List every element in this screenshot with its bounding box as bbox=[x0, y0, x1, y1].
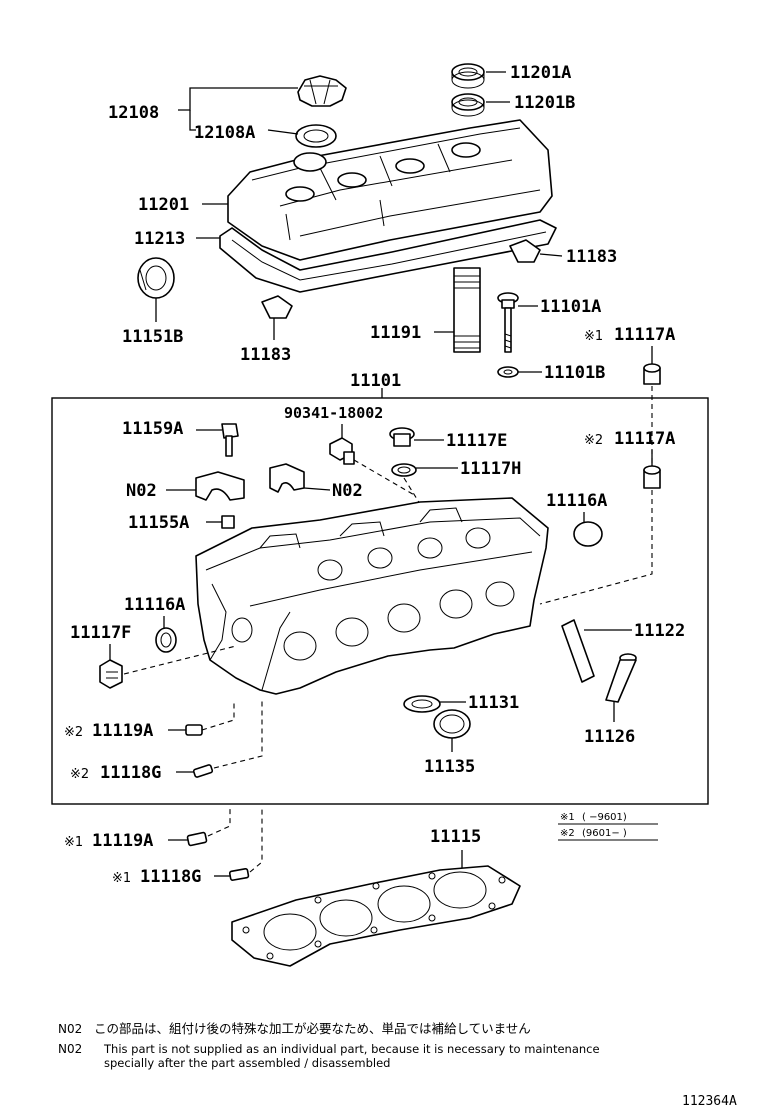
note-japanese: この部品は、組付け後の特殊な加工が必要なため、単品では補給していません bbox=[94, 1021, 531, 1036]
label-11116A-right: 11116A bbox=[546, 491, 607, 511]
label-11122: 11122 bbox=[634, 621, 685, 641]
label-11191: 11191 bbox=[370, 323, 421, 343]
grommet-11201A-drawing bbox=[451, 63, 485, 89]
pin-11118G-1-drawing bbox=[228, 868, 250, 881]
gasket-11117H-drawing bbox=[391, 463, 417, 477]
head-cover-gasket-drawing bbox=[219, 219, 557, 293]
pin-11119A-2-drawing bbox=[185, 724, 203, 736]
head-cover-drawing bbox=[227, 119, 553, 261]
grommet-11201B-drawing bbox=[451, 93, 485, 117]
pin-11119A-1-drawing bbox=[186, 831, 208, 847]
ring-11131-drawing bbox=[403, 695, 441, 713]
plug-90341-drawing bbox=[329, 437, 355, 465]
label-11213: 11213 bbox=[134, 229, 185, 249]
label-11159A: 11159A bbox=[122, 419, 183, 439]
legend-mark-1: ※1 bbox=[560, 812, 575, 823]
label-11115: 11115 bbox=[430, 827, 481, 847]
label-11119A-2: 11119A bbox=[92, 721, 153, 741]
mark-1-11118G: ※1 bbox=[112, 871, 131, 886]
cylinder-head-drawing bbox=[195, 497, 549, 695]
label-N02-left: N02 bbox=[126, 481, 157, 501]
label-11131: 11131 bbox=[468, 693, 519, 713]
ring-11135-drawing bbox=[433, 709, 471, 739]
note-english-line1: This part is not supplied as an individu… bbox=[104, 1042, 600, 1056]
plug-11117A-2-drawing bbox=[643, 465, 661, 489]
legend-range-2: (9601− ) bbox=[582, 828, 627, 839]
legend-mark-2: ※2 bbox=[560, 828, 575, 839]
head-gasket-drawing bbox=[231, 865, 521, 967]
label-11116A-left: 11116A bbox=[124, 595, 185, 615]
cam-cap-right-drawing bbox=[269, 463, 305, 493]
note-code-en: N02 bbox=[58, 1042, 83, 1056]
label-90341-18002: 90341-18002 bbox=[284, 404, 383, 422]
label-12108A: 12108A bbox=[194, 123, 255, 143]
plug-11116A-right-drawing bbox=[573, 521, 603, 547]
washer-11101B-drawing bbox=[497, 366, 519, 378]
label-11155A: 11155A bbox=[128, 513, 189, 533]
plug-11117A-1-drawing bbox=[643, 363, 661, 385]
bolt-11101A-drawing bbox=[497, 292, 519, 353]
oil-filler-cap-drawing bbox=[297, 75, 347, 107]
mark-1-11119A: ※1 bbox=[64, 835, 83, 850]
mark-2-11119A: ※2 bbox=[64, 725, 83, 740]
label-11183-left: 11183 bbox=[240, 345, 291, 365]
plug-11117F-drawing bbox=[99, 659, 123, 689]
label-11101A: 11101A bbox=[540, 297, 601, 317]
label-11119A-1: 11119A bbox=[92, 831, 153, 851]
label-11151B: 11151B bbox=[122, 327, 183, 347]
seal-plug-left-drawing bbox=[261, 295, 293, 319]
label-11201A: 11201A bbox=[510, 63, 571, 83]
legend-range-1: ( −9601) bbox=[582, 812, 627, 823]
seal-plug-right-drawing bbox=[509, 239, 541, 263]
label-11201B: 11201B bbox=[514, 93, 575, 113]
bolt-11159A-drawing bbox=[221, 423, 239, 457]
label-11135: 11135 bbox=[424, 757, 475, 777]
label-11117H: 11117H bbox=[460, 459, 521, 479]
label-N02-right: N02 bbox=[332, 481, 363, 501]
mark-2-11118G: ※2 bbox=[70, 767, 89, 782]
label-11117A-1: 11117A bbox=[614, 325, 675, 345]
cam-cap-left-drawing bbox=[195, 471, 245, 501]
label-11101: 11101 bbox=[350, 371, 401, 391]
oil-seal-drawing bbox=[137, 257, 175, 299]
note-code-jp: N02 bbox=[58, 1022, 83, 1036]
label-11118G-2: 11118G bbox=[100, 763, 161, 783]
mark-1-11117A: ※1 bbox=[584, 329, 603, 344]
label-11101B: 11101B bbox=[544, 363, 605, 383]
label-11201: 11201 bbox=[138, 195, 189, 215]
plug-11117E-drawing bbox=[389, 427, 415, 447]
spark-plug-tube-drawing bbox=[453, 267, 481, 353]
pin-11118G-2-drawing bbox=[192, 764, 214, 778]
filler-cap-gasket-drawing bbox=[295, 124, 337, 148]
label-11118G-1: 11118G bbox=[140, 867, 201, 887]
cylinder-head-assembly-frame bbox=[51, 397, 709, 805]
plug-11116A-left-drawing bbox=[155, 627, 177, 653]
figure-id: 112364A bbox=[682, 1094, 737, 1109]
mark-2-11117A: ※2 bbox=[584, 433, 603, 448]
label-11117F: 11117F bbox=[70, 623, 131, 643]
label-11126: 11126 bbox=[584, 727, 635, 747]
label-11117E: 11117E bbox=[446, 431, 507, 451]
label-11117A-2: 11117A bbox=[614, 429, 675, 449]
dowel-pin-drawing bbox=[221, 515, 235, 529]
valve-guide-11126-drawing bbox=[605, 653, 637, 703]
label-12108: 12108 bbox=[108, 103, 159, 123]
valve-guide-11122-drawing bbox=[561, 619, 595, 683]
note-english-line2: specially after the part assembled / dis… bbox=[104, 1056, 391, 1070]
label-11183-right: 11183 bbox=[566, 247, 617, 267]
